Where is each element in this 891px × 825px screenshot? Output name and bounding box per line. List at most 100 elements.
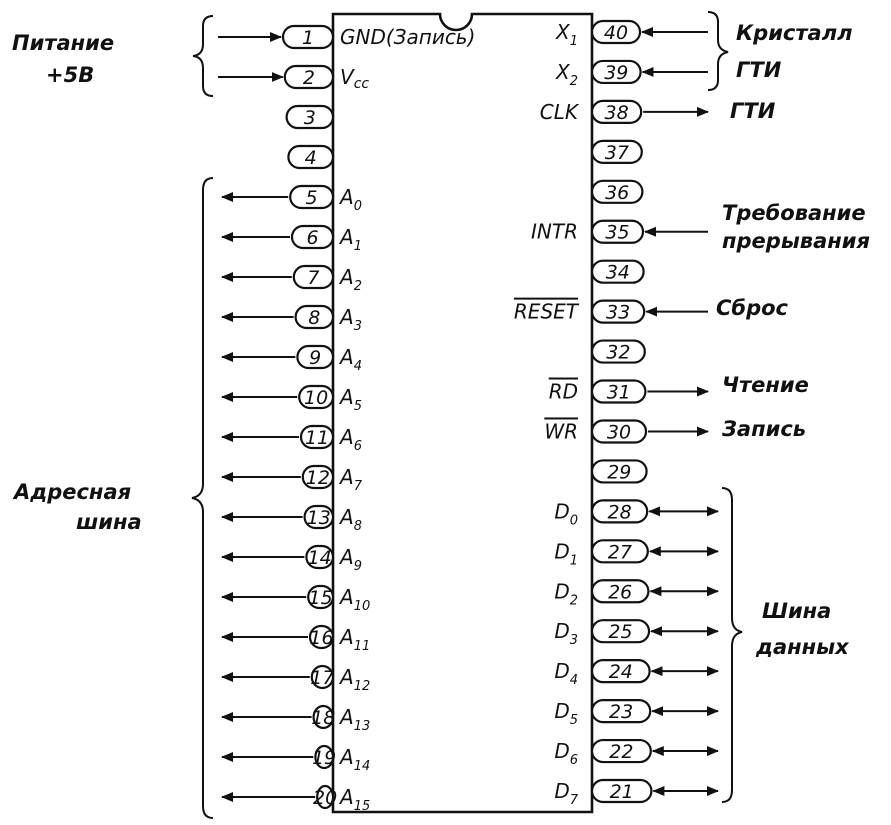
signal-gnd: GND(Запись): [340, 25, 475, 49]
signal-a10: A10: [338, 585, 370, 614]
pin-11-outline: [299, 424, 335, 450]
crystal-label: Кристалл: [736, 21, 852, 45]
signal-reset: RESET: [514, 300, 580, 324]
signal-d3: D3: [554, 619, 578, 648]
pin-36-outline: [590, 179, 644, 204]
pin-35-outline: [590, 219, 645, 244]
pin-28-outline: [590, 499, 649, 524]
pin-35-number: 35: [605, 222, 629, 244]
signal-a14: A14: [338, 745, 370, 774]
pin-28: 28: [590, 499, 649, 524]
pin-33-number: 33: [606, 302, 630, 324]
pin-4-outline: [287, 144, 335, 170]
pin-12: 12: [301, 464, 335, 490]
data-bus-label-line1: Шина: [762, 599, 831, 623]
pin-23: 23: [590, 699, 652, 724]
signal-d7: D7: [554, 779, 578, 808]
signal-a2: A2: [338, 265, 362, 294]
pin-11: 11: [299, 424, 335, 450]
signal-clk: CLK: [540, 100, 580, 124]
pin-26: 26: [590, 579, 650, 604]
pin-7-outline: [292, 264, 335, 290]
pin-18-outline: [312, 704, 335, 730]
power-brace: [192, 15, 214, 97]
pin-40-outline: [590, 19, 642, 45]
pin-33: 33: [590, 299, 646, 324]
pin-25: 25: [590, 619, 651, 644]
pin-19: 19: [312, 744, 336, 770]
signal-a1: A1: [338, 225, 362, 254]
power-label-line2: +5В: [46, 63, 94, 87]
signal-x1: X1: [555, 20, 578, 49]
pin-24: 24: [590, 659, 651, 684]
pin-19-outline: [314, 744, 335, 770]
signal-a13: A13: [338, 705, 370, 734]
signal-a5: A5: [338, 385, 362, 414]
pin-15: 15: [307, 584, 335, 610]
gti-input-label: ГТИ: [736, 58, 782, 82]
pin-20-outline: [316, 784, 335, 810]
pin-21-number: 21: [610, 781, 634, 803]
pin-29-outline: [590, 459, 648, 484]
pin-9-number: 9: [309, 347, 321, 369]
signal-d6: D6: [554, 739, 578, 768]
pin-6-outline: [290, 224, 335, 250]
pin-34: 34: [590, 259, 645, 284]
pin-31: 31: [590, 379, 647, 404]
pin-30-number: 30: [607, 421, 631, 443]
pin-26-number: 26: [608, 581, 632, 603]
pin-9: 9: [296, 344, 335, 370]
pin-5-number: 5: [306, 187, 318, 209]
pin-27-outline: [590, 539, 649, 564]
power-label-line1: Питание: [12, 31, 114, 55]
pin-18-number: 18: [311, 707, 335, 729]
pin-23-outline: [590, 699, 652, 724]
pin-22: 22: [590, 738, 652, 764]
pin-13-outline: [303, 504, 335, 530]
pin-7-number: 7: [307, 267, 319, 289]
signal-a11: A11: [338, 625, 370, 654]
pin-6-number: 6: [306, 227, 318, 249]
pin-34-outline: [590, 259, 645, 284]
pin-19-number: 19: [312, 747, 336, 769]
pin-36-number: 36: [605, 182, 629, 204]
pin-13: 13: [303, 504, 335, 530]
pin-26-outline: [590, 579, 650, 604]
pin-38-number: 38: [605, 102, 629, 124]
pin-12-outline: [301, 464, 335, 490]
pin-15-outline: [307, 584, 335, 610]
pin-39-number: 39: [604, 62, 628, 84]
data-bus-brace: [721, 487, 743, 803]
pin-37-outline: [590, 139, 643, 164]
pin-17-number: 17: [310, 667, 334, 689]
pin-39: 39: [590, 59, 642, 85]
signal-rd: RD: [549, 380, 578, 404]
pin-25-outline: [590, 619, 651, 644]
pin-12-number: 12: [306, 467, 330, 489]
pin-29-number: 29: [607, 461, 631, 483]
signal-vcc: Vcc: [340, 65, 369, 92]
pin-2: 2: [283, 64, 335, 90]
pin-13-number: 13: [307, 507, 331, 529]
pin-38: 38: [590, 99, 643, 124]
pin-32-outline: [590, 339, 646, 364]
pin-9-outline: [296, 344, 335, 370]
signal-a6: A6: [338, 425, 362, 454]
pin-16-outline: [308, 624, 335, 650]
pin-2-outline: [283, 64, 335, 90]
signal-intr: INTR: [531, 220, 578, 244]
pin-22-outline: [590, 738, 652, 764]
address-bus-label-line2: шина: [76, 510, 142, 534]
pin-10-number: 10: [304, 387, 328, 409]
pin-23-number: 23: [609, 701, 633, 723]
pin-11-number: 11: [305, 427, 329, 449]
pin-8-outline: [294, 304, 335, 330]
pin-21: 21: [590, 778, 653, 804]
pin-40-number: 40: [604, 22, 628, 44]
pin-34-number: 34: [606, 262, 630, 284]
pin-16-number: 16: [309, 627, 333, 649]
right-pin-column: 40X139X238CLK373635INTR3433RESET3231RD30…: [514, 19, 719, 808]
pin-1-number: 1: [302, 27, 314, 49]
pin-24-number: 24: [609, 661, 633, 683]
